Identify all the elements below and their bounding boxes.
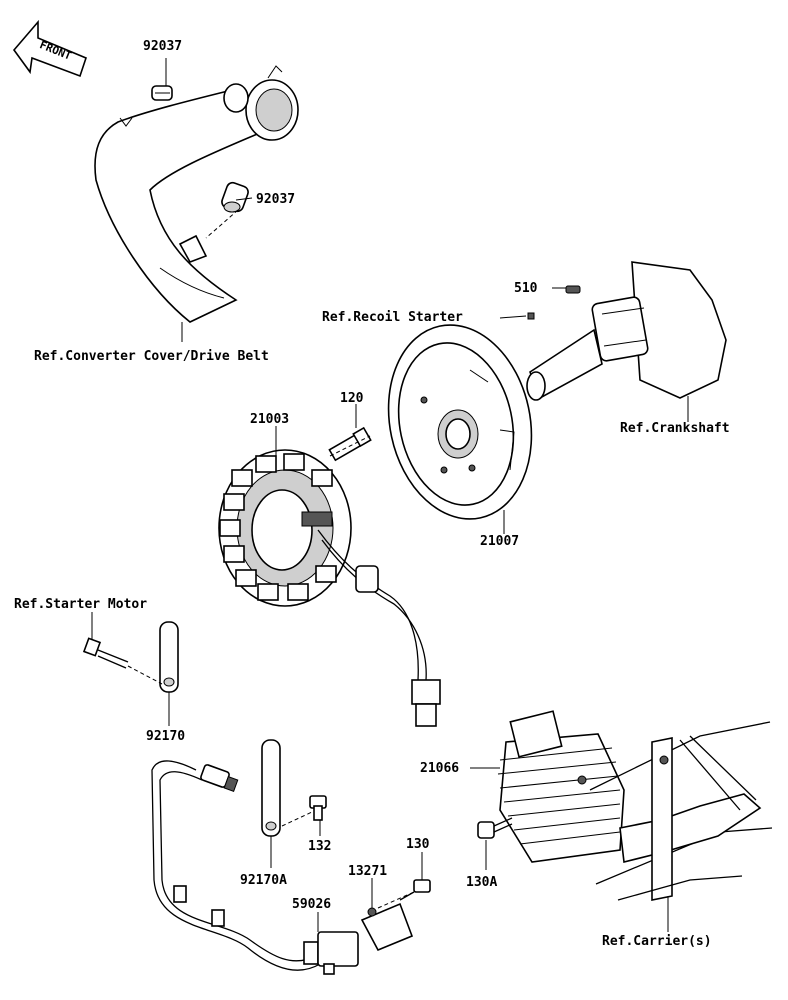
label-21066: 21066 xyxy=(420,761,459,776)
stator-wire xyxy=(317,529,441,727)
clamp-92037-mid xyxy=(221,181,249,213)
label-92170: 92170 xyxy=(146,729,185,744)
regulator-21066 xyxy=(497,710,625,863)
label-ref-converter: Ref.Converter Cover/Drive Belt xyxy=(34,349,269,364)
stator-21003 xyxy=(218,449,352,607)
crankshaft xyxy=(526,261,727,401)
label-120: 120 xyxy=(340,391,364,406)
bolt-132 xyxy=(309,795,327,821)
label-13271: 13271 xyxy=(348,864,387,879)
strap-92170A xyxy=(261,739,281,837)
leader-lines xyxy=(91,58,689,932)
label-59026: 59026 xyxy=(292,897,331,912)
bolt-130A xyxy=(477,817,513,839)
label-510: 510 xyxy=(514,281,538,296)
label-ref-carrier: Ref.Carrier(s) xyxy=(602,934,712,949)
bolt-starter xyxy=(82,637,129,669)
strap-92170 xyxy=(159,621,179,693)
clamp-92037-top xyxy=(151,85,173,101)
carrier-frame xyxy=(589,721,773,901)
label-ref-starter: Ref.Starter Motor xyxy=(14,597,147,612)
flywheel-21007 xyxy=(387,324,533,520)
relay-59026 xyxy=(317,931,359,975)
bracket-13271 xyxy=(360,902,414,952)
label-130A: 130A xyxy=(466,875,497,890)
label-ref-crankshaft: Ref.Crankshaft xyxy=(620,421,730,436)
label-21003: 21003 xyxy=(250,412,289,427)
front-arrow-icon: FRONT xyxy=(12,19,87,78)
label-21007: 21007 xyxy=(480,534,519,549)
label-92037-top: 92037 xyxy=(143,39,182,54)
ground-harness xyxy=(151,760,321,971)
label-92170A: 92170A xyxy=(240,873,287,888)
label-132: 132 xyxy=(308,839,331,854)
label-130: 130 xyxy=(406,837,430,852)
bolt-120 xyxy=(328,426,372,462)
label-ref-recoil: Ref.Recoil Starter xyxy=(322,310,463,325)
air-duct xyxy=(94,65,299,323)
label-92037-mid: 92037 xyxy=(256,192,295,207)
bolt-130 xyxy=(399,879,431,901)
